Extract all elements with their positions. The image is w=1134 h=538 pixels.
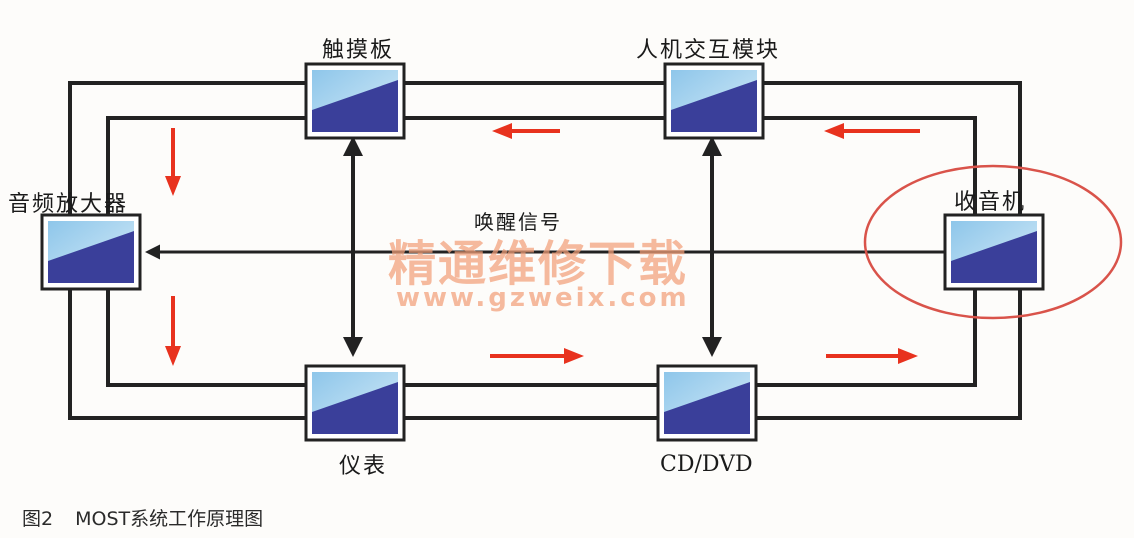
flow-arrow-bottom-middle bbox=[490, 348, 584, 364]
watermark-url: www.gzweix.com bbox=[396, 283, 690, 313]
label-wake-signal: 唤醒信号 bbox=[474, 210, 562, 234]
label-instrument: 仪表 bbox=[339, 454, 388, 479]
label-touchpad: 触摸板 bbox=[322, 38, 395, 63]
figure-title: MOST系统工作原理图 bbox=[75, 508, 264, 530]
label-cddvd: CD/DVD bbox=[660, 452, 753, 477]
module-hmi bbox=[663, 62, 765, 140]
figure-caption: 图2 MOST系统工作原理图 bbox=[22, 504, 285, 531]
module-radio bbox=[943, 213, 1045, 291]
label-radio: 收音机 bbox=[954, 190, 1027, 215]
flow-arrow-left-upper bbox=[165, 128, 181, 196]
module-touchpad bbox=[304, 62, 406, 140]
flow-arrow-left-lower bbox=[165, 296, 181, 366]
radio-highlight-ellipse bbox=[863, 164, 1123, 320]
watermark-title: 精通维修下载 bbox=[388, 236, 689, 292]
flow-arrow-top-middle bbox=[492, 123, 560, 139]
module-cddvd bbox=[656, 364, 758, 442]
label-amplifier: 音频放大器 bbox=[8, 192, 129, 217]
flow-arrow-bottom-right bbox=[826, 348, 918, 364]
figure-number: 图2 bbox=[22, 508, 54, 530]
flow-arrow-top-right bbox=[824, 123, 920, 139]
module-instrument bbox=[304, 364, 406, 442]
module-amplifier bbox=[40, 213, 142, 291]
label-hmi: 人机交互模块 bbox=[636, 38, 781, 63]
